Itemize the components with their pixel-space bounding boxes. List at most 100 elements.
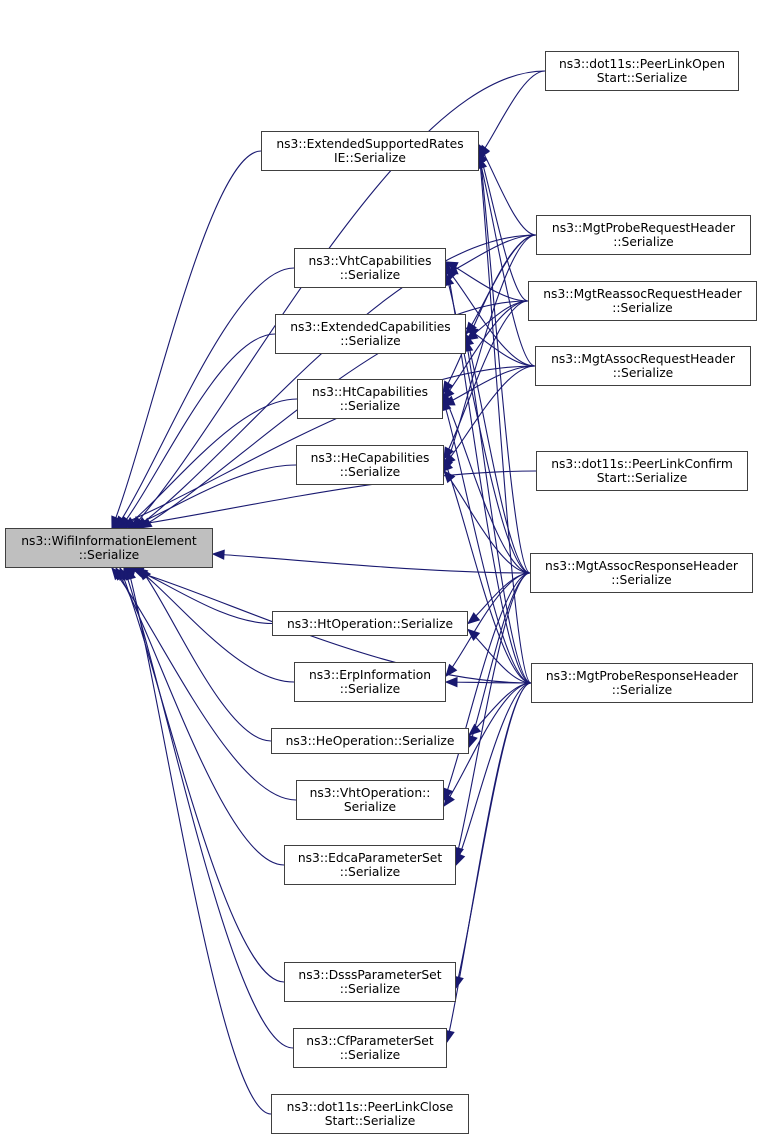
edge-rreq-to-htc <box>442 300 529 400</box>
node-label-line: ns3::EdcaParameterSet <box>297 851 443 865</box>
edge-areq-to-htc <box>442 365 536 406</box>
node-label-line: ns3::CfParameterSet <box>306 1034 434 1048</box>
edge-presp-to-htc <box>442 398 532 684</box>
edge-rreq-to-hec <box>443 300 529 460</box>
node-label-line: ns3::MgtAssocRequestHeader <box>551 352 735 366</box>
edge-erp-to-root <box>135 567 295 683</box>
edge-presp-to-edca <box>455 682 532 866</box>
node-label-line: ::Serialize <box>339 399 401 413</box>
edge-hto-to-root <box>131 567 273 625</box>
caller-node-ns3-hecapabilities-serialize[interactable]: ns3::HeCapabilities::Serialize <box>296 445 444 485</box>
caller-node-ns3-erpinformation-serialize[interactable]: ns3::ErpInformation::Serialize <box>294 662 446 702</box>
node-label-line: IE::Serialize <box>334 151 406 165</box>
caller-node-ns3-dsssparameterset-serialize[interactable]: ns3::DsssParameterSet::Serialize <box>284 962 456 1002</box>
node-label-line: ns3::HeCapabilities <box>310 451 430 465</box>
node-label-line: Start::Serialize <box>596 71 688 85</box>
edge-esr-to-root <box>111 150 262 529</box>
node-label-line: ns3::HeOperation::Serialize <box>285 734 455 748</box>
node-label-line: ::Serialize <box>339 268 401 282</box>
arrowhead-icon <box>444 261 459 272</box>
node-label-line: ns3::VhtOperation:: <box>309 786 431 800</box>
caller-node-ns3-mgtreassocrequestheader-serialize[interactable]: ns3::MgtReassocRequestHeader::Serialize <box>528 281 757 321</box>
edge-htc-to-root <box>123 398 298 529</box>
node-label-line: ns3::DsssParameterSet <box>298 968 442 982</box>
node-label-line: ns3::HtOperation::Serialize <box>286 616 454 631</box>
caller-node-ns3-htoperation-serialize[interactable]: ns3::HtOperation::Serialize <box>272 611 468 636</box>
edge-preq-to-hec <box>443 234 537 472</box>
edge-preq-to-htc <box>442 234 537 394</box>
node-label-line: ns3::MgtProbeResponseHeader <box>545 669 739 683</box>
edge-aresp-to-extc <box>465 333 531 574</box>
edge-presp-to-hec <box>443 458 532 684</box>
node-label-line: ns3::MgtReassocRequestHeader <box>543 287 742 301</box>
caller-node-ns3-mgtproberesponseheader-serialize[interactable]: ns3::MgtProbeResponseHeader::Serialize <box>531 663 753 703</box>
node-label-line: Start::Serialize <box>596 471 688 485</box>
caller-node-ns3-cfparameterset-serialize[interactable]: ns3::CfParameterSet::Serialize <box>293 1028 447 1068</box>
edge-rreq-to-esr <box>478 150 529 302</box>
edge-heo-to-root <box>139 567 272 742</box>
edge-dsss-to-root <box>119 567 285 983</box>
edge-vhtc-to-root <box>115 267 295 529</box>
edge-aresp-to-edca <box>455 572 531 860</box>
node-label-line: ::Serialize <box>339 682 401 696</box>
caller-node-ns3-extendedcapabilities-serialize[interactable]: ns3::ExtendedCapabilities::Serialize <box>275 314 466 354</box>
edge-presp-to-root <box>123 567 532 684</box>
node-label-line: ::Serialize <box>78 548 140 562</box>
caller-node-ns3-heoperation-serialize[interactable]: ns3::HeOperation::Serialize <box>271 728 469 754</box>
node-label-line: Start::Serialize <box>324 1114 416 1128</box>
caller-node-ns3-mgtassocrequestheader-serialize[interactable]: ns3::MgtAssocRequestHeader::Serialize <box>535 346 751 386</box>
caller-node-ns3-edcaparameterset-serialize[interactable]: ns3::EdcaParameterSet::Serialize <box>284 845 456 885</box>
edge-plo-to-esr <box>478 70 546 158</box>
edge-presp-to-erp <box>445 681 532 684</box>
edge-presp-to-cf <box>446 682 532 1043</box>
edge-aresp-to-vhto <box>443 572 531 801</box>
node-label-line: ns3::MgtAssocResponseHeader <box>545 559 738 573</box>
node-label-line: ::Serialize <box>611 573 672 587</box>
node-label-line: Serialize <box>343 800 397 814</box>
arrowhead-icon <box>443 793 455 808</box>
edge-aresp-to-heo <box>468 572 531 748</box>
edge-aresp-to-esr <box>478 144 531 574</box>
edge-areq-to-hec <box>443 365 536 466</box>
edge-presp-to-extc <box>465 339 532 684</box>
arrowhead-icon <box>466 612 481 625</box>
arrowhead-icon <box>464 327 479 339</box>
node-label-line: ns3::dot11s::PeerLinkClose <box>286 1100 454 1114</box>
edge-presp-to-esr <box>478 150 532 684</box>
arrowhead-icon <box>467 734 478 749</box>
arrowhead-icon <box>455 852 466 867</box>
node-label-line: ns3::ExtendedCapabilities <box>290 320 451 334</box>
node-label-line: ::Serialize <box>612 301 673 315</box>
edge-vhto-to-root <box>111 567 297 801</box>
node-label-line: ::Serialize <box>340 334 401 348</box>
edge-aresp-to-htc <box>442 392 531 574</box>
node-label-line: ns3::HtCapabilities <box>311 385 429 399</box>
caller-node-ns3-htcapabilities-serialize[interactable]: ns3::HtCapabilities::Serialize <box>297 379 443 419</box>
edge-areq-to-vhtc <box>445 267 536 367</box>
caller-node-ns3-mgtassocresponseheader-serialize[interactable]: ns3::MgtAssocResponseHeader::Serialize <box>530 553 753 593</box>
caller-node-ns3-vhtoperation-serialize[interactable]: ns3::VhtOperation::Serialize <box>296 780 444 820</box>
node-label-line: ns3::WifiInformationElement <box>21 534 197 548</box>
edge-plcf-to-root <box>115 470 537 529</box>
node-label-line: ::Serialize <box>339 465 401 479</box>
node-label-line: ::Serialize <box>339 982 401 996</box>
edge-aresp-to-root <box>212 553 531 574</box>
edge-areq-to-root <box>111 365 536 529</box>
node-label-line: ::Serialize <box>339 1048 401 1062</box>
edge-aresp-to-erp <box>445 572 531 677</box>
node-label-line: ns3::dot11s::PeerLinkOpen <box>559 57 725 71</box>
arrowhead-icon <box>445 663 458 678</box>
edge-preq-to-esr <box>478 144 537 236</box>
node-label-line: ::Serialize <box>611 683 673 697</box>
node-label-line: ns3::ExtendedSupportedRates <box>276 137 464 151</box>
arrowhead-icon <box>467 723 482 736</box>
caller-node-ns3-mgtproberequestheader-serialize[interactable]: ns3::MgtProbeRequestHeader::Serialize <box>536 215 751 255</box>
root-node: ns3::WifiInformationElement::Serialize <box>5 528 213 568</box>
edge-hec-to-root <box>127 464 297 529</box>
caller-node-ns3-vhtcapabilities-serialize[interactable]: ns3::VhtCapabilities::Serialize <box>294 248 446 288</box>
